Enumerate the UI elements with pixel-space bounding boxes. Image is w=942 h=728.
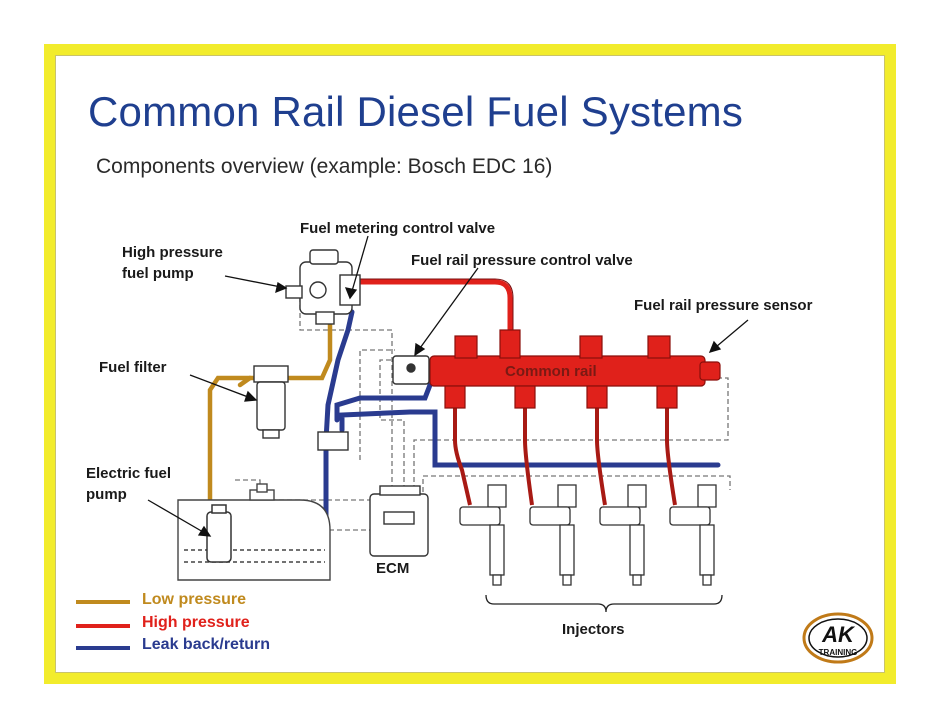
common-rail	[429, 329, 721, 409]
slide-subtitle: Components overview (example: Bosch EDC …	[96, 155, 553, 178]
logo-sub-text: TRAINING	[819, 648, 858, 657]
label-common-rail: Common rail	[505, 363, 597, 380]
ak-training-logo: AK TRAINING	[802, 612, 874, 664]
label-injectors: Injectors	[562, 621, 625, 638]
injector-feed-lines	[453, 405, 677, 506]
return-junction	[317, 431, 349, 451]
legend-low-pressure: Low pressure	[142, 591, 247, 608]
high-pressure-feed	[352, 279, 513, 336]
legend-high-pressure: High pressure	[142, 614, 250, 631]
legend-swatch-low	[76, 600, 130, 604]
legend-swatch-high	[76, 624, 130, 628]
label-electric-pump-line2: pump	[86, 486, 127, 503]
label-ecm: ECM	[376, 560, 410, 577]
legend-leak-back: Leak back/return	[142, 636, 271, 653]
label-electric-pump-line1: Electric fuel	[86, 465, 172, 482]
fuel-filter	[253, 365, 289, 439]
electric-fuel-pump	[206, 504, 232, 563]
label-rail-pressure-sensor: Fuel rail pressure sensor	[634, 297, 813, 314]
rail-pressure-control-valve	[392, 355, 430, 385]
logo-main-text: AK	[821, 622, 856, 647]
slide-title: Common Rail Diesel Fuel Systems	[88, 88, 744, 135]
label-hp-pump-line2: fuel pump	[122, 265, 194, 282]
label-fuel-filter: Fuel filter	[99, 359, 167, 376]
ecm-unit	[369, 485, 429, 557]
injectors	[459, 484, 717, 586]
high-pressure-pump	[285, 249, 361, 325]
label-pointers	[147, 235, 749, 537]
label-hp-pump-line1: High pressure	[122, 244, 223, 261]
label-fuel-metering-valve: Fuel metering control valve	[300, 220, 496, 237]
injectors-bracket	[485, 594, 723, 613]
wiring-harness	[232, 295, 731, 531]
legend-swatch-return	[76, 646, 130, 650]
label-rail-pressure-valve: Fuel rail pressure control valve	[411, 252, 633, 269]
